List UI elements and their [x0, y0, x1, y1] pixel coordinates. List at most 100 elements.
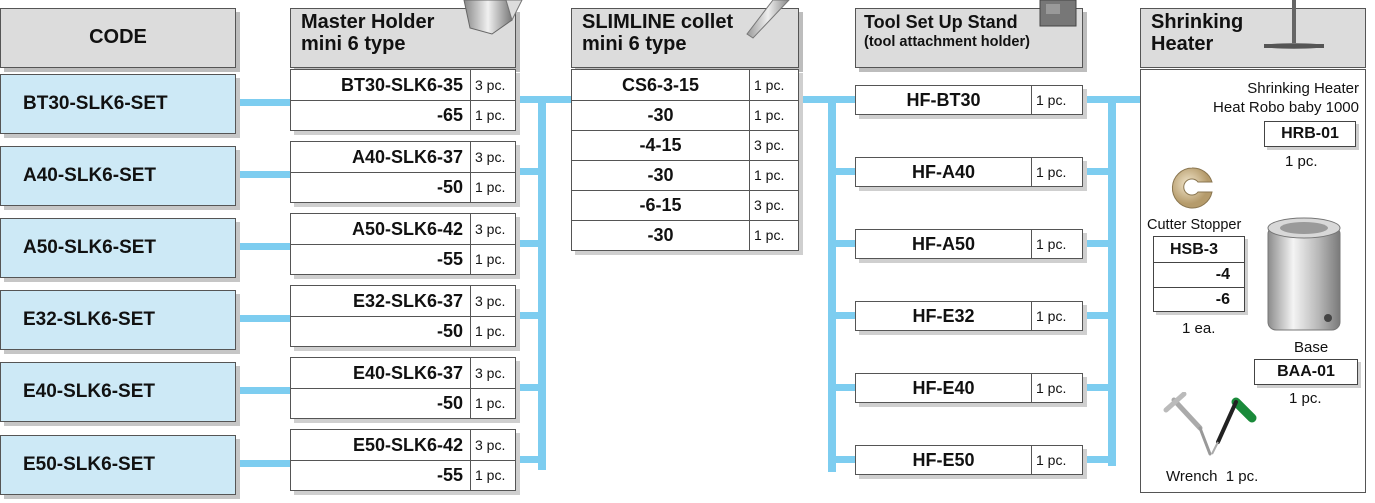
- holder-qty: 3 pc.: [471, 430, 515, 460]
- connector-line: [836, 312, 855, 319]
- stand-box: HF-E321 pc.: [855, 301, 1083, 331]
- connector-line: [516, 168, 540, 175]
- holder-qty: 3 pc.: [471, 142, 515, 172]
- stand-box: HF-E401 pc.: [855, 373, 1083, 403]
- base-label: Base: [1294, 339, 1328, 356]
- collet-qty: 1 pc.: [750, 220, 798, 250]
- stopper-code-row: HSB-3: [1154, 237, 1244, 263]
- holder-code: -55: [291, 244, 471, 274]
- collet-code: CS6-3-15: [572, 70, 750, 100]
- connector-line: [538, 96, 546, 470]
- set-code: A40-SLK6-SET: [23, 165, 156, 187]
- connector-line: [1083, 96, 1111, 103]
- base-image: [1262, 214, 1346, 336]
- holder-code: A50-SLK6-42: [291, 214, 471, 244]
- connector-line: [836, 168, 855, 175]
- set-code: E32-SLK6-SET: [23, 309, 155, 331]
- holder-row: BT30-SLK6-353 pc.: [291, 70, 515, 101]
- collet-qty: 3 pc.: [750, 130, 798, 160]
- holder-code: -50: [291, 388, 471, 418]
- holder-code: -50: [291, 316, 471, 346]
- connector-line: [1083, 240, 1111, 247]
- collet-code: -6-15: [572, 190, 750, 220]
- collet-qty: 1 pc.: [750, 160, 798, 190]
- connector-line: [516, 312, 540, 319]
- heater-title-line1: Shrinking Heater: [1247, 80, 1359, 97]
- holder-code: E50-SLK6-42: [291, 430, 471, 460]
- heater-title-line2: Heat Robo baby 1000: [1213, 99, 1359, 116]
- stopper-code: -4: [1216, 266, 1230, 284]
- holder-qty: 3 pc.: [471, 286, 515, 316]
- holder-qty: 3 pc.: [471, 358, 515, 388]
- holder-code: A40-SLK6-37: [291, 142, 471, 172]
- connector-line: [1083, 168, 1111, 175]
- holder-qty: 3 pc.: [471, 214, 515, 244]
- connector-line: [516, 96, 540, 103]
- connector-line: [1083, 312, 1111, 319]
- collet-qty: 1 pc.: [750, 70, 798, 100]
- stand-code: HF-BT30: [856, 86, 1032, 114]
- stopper-code: HSB-3: [1170, 241, 1218, 259]
- connector-line: [546, 96, 571, 103]
- collet-image: [743, 0, 791, 40]
- connector-line: [836, 240, 855, 247]
- holder-code: -65: [291, 100, 471, 130]
- stopper-code-row: -6: [1154, 287, 1244, 312]
- collet-qty: 3 pc.: [750, 190, 798, 220]
- holder-row: E32-SLK6-373 pc.: [291, 286, 515, 317]
- connector-line: [1083, 384, 1111, 391]
- collet-code: -30: [572, 100, 750, 130]
- stand-code: HF-A40: [856, 158, 1032, 186]
- collet-code: -30: [572, 220, 750, 250]
- connector-line: [236, 99, 290, 106]
- holder-qty: 1 pc.: [471, 388, 515, 418]
- base-qty: 1 pc.: [1289, 390, 1322, 407]
- wrench-label: Wrench 1 pc.: [1166, 468, 1258, 485]
- stand-box: HF-BT301 pc.: [855, 85, 1083, 115]
- wrench-image: [1160, 392, 1260, 464]
- header-heater-line2: Heater: [1151, 34, 1365, 56]
- holder-qty: 1 pc.: [471, 460, 515, 490]
- set-code-box: E50-SLK6-SET: [0, 435, 236, 495]
- set-code: E50-SLK6-SET: [23, 454, 155, 476]
- holder-qty: 1 pc.: [471, 172, 515, 202]
- collet-code: -30: [572, 160, 750, 190]
- base-code-box: BAA-01: [1254, 359, 1358, 385]
- holder-qty: 1 pc.: [471, 244, 515, 274]
- stand-qty: 1 pc.: [1032, 302, 1082, 330]
- connector-line: [236, 171, 290, 178]
- connector-line: [236, 315, 290, 322]
- heater-image: [1262, 0, 1326, 52]
- connector-line: [836, 96, 855, 103]
- connector-line: [799, 96, 829, 103]
- header-stand-line2: (tool attachment holder): [864, 35, 1082, 51]
- stopper-label: Cutter Stopper: [1147, 217, 1241, 233]
- set-code-box: A50-SLK6-SET: [0, 218, 236, 278]
- stopper-code-row: -4: [1154, 262, 1244, 288]
- holder-code: -55: [291, 460, 471, 490]
- connector-line: [836, 384, 855, 391]
- connector-line: [236, 387, 290, 394]
- connector-line: [236, 243, 290, 250]
- connector-line: [236, 460, 290, 467]
- collet-qty: 1 pc.: [750, 100, 798, 130]
- set-code: A50-SLK6-SET: [23, 237, 156, 259]
- connector-line: [1108, 96, 1116, 466]
